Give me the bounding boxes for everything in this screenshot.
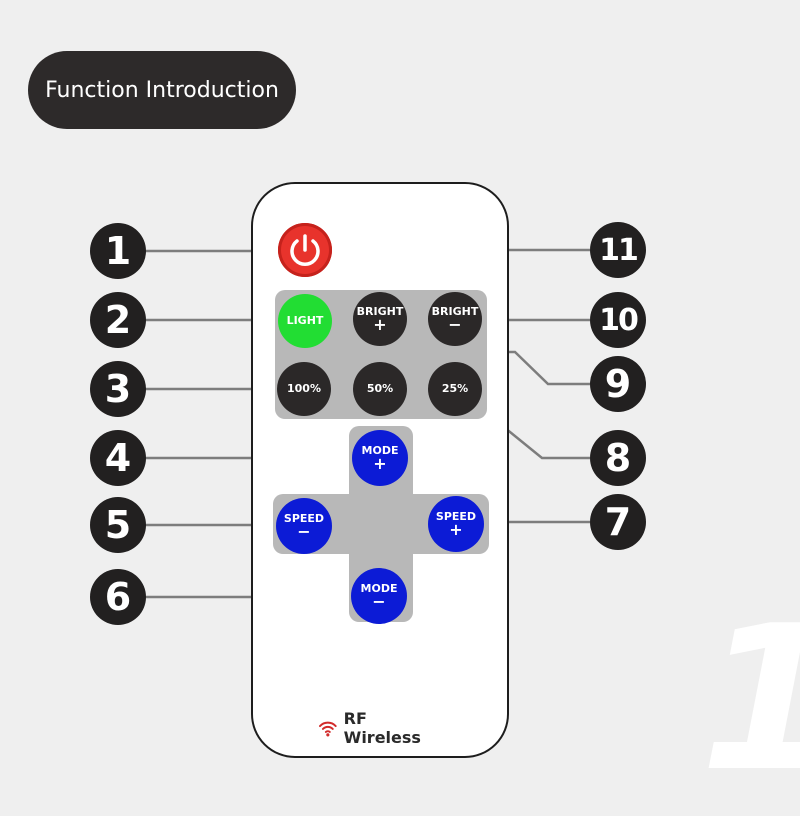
footer-label: RF Wireless — [343, 709, 421, 747]
power-icon — [290, 234, 320, 266]
speed-plus-label: SPEED — [435, 510, 477, 524]
mode-plus-sign: + — [373, 453, 387, 473]
speed-minus-label: SPEED — [283, 512, 325, 526]
speed-minus-sign: − — [297, 521, 311, 541]
remote-footer: RF Wireless — [318, 709, 448, 747]
light-button[interactable]: LIGHT — [278, 294, 332, 348]
mode-minus-button[interactable]: MODE − — [351, 568, 407, 624]
light-button-label: LIGHT — [286, 314, 324, 328]
callout-1: 1 — [90, 223, 146, 279]
brightness-25-label: 25% — [441, 382, 469, 396]
brightness-25-button[interactable]: 25% — [428, 362, 482, 416]
bright-minus-sign: − — [448, 314, 462, 334]
bright-plus-sign: + — [373, 314, 387, 334]
brightness-100-label: 100% — [287, 382, 321, 396]
speed-minus-button[interactable]: SPEED − — [276, 498, 332, 554]
brightness-100-button[interactable]: 100% — [277, 362, 331, 416]
background-watermark-glyph: 1 — [700, 600, 800, 800]
speed-plus-button[interactable]: SPEED + — [428, 496, 484, 552]
callout-3: 3 — [90, 361, 146, 417]
bright-plus-button[interactable]: BRIGHT + — [353, 292, 407, 346]
callout-4: 4 — [90, 430, 146, 486]
mode-plus-button[interactable]: MODE + — [352, 430, 408, 486]
mode-plus-label: MODE — [361, 444, 399, 458]
callout-8: 8 — [590, 430, 646, 486]
callout-11: 11 — [590, 222, 646, 278]
callout-2: 2 — [90, 292, 146, 348]
bright-minus-label: BRIGHT — [431, 305, 479, 319]
bright-plus-label: BRIGHT — [356, 305, 404, 319]
wireless-signal-icon — [318, 721, 337, 737]
callout-9: 9 — [590, 356, 646, 412]
brightness-50-label: 50% — [366, 382, 394, 396]
mode-minus-sign: − — [372, 591, 386, 611]
callout-7: 7 — [590, 494, 646, 550]
brightness-50-button[interactable]: 50% — [353, 362, 407, 416]
page-title: Function Introduction — [28, 51, 296, 129]
callout-6: 6 — [90, 569, 146, 625]
callout-10: 10 — [590, 292, 646, 348]
mode-minus-label: MODE — [360, 582, 398, 596]
power-button[interactable] — [278, 223, 332, 277]
bright-minus-button[interactable]: BRIGHT − — [428, 292, 482, 346]
callout-5: 5 — [90, 497, 146, 553]
speed-plus-sign: + — [449, 519, 463, 539]
